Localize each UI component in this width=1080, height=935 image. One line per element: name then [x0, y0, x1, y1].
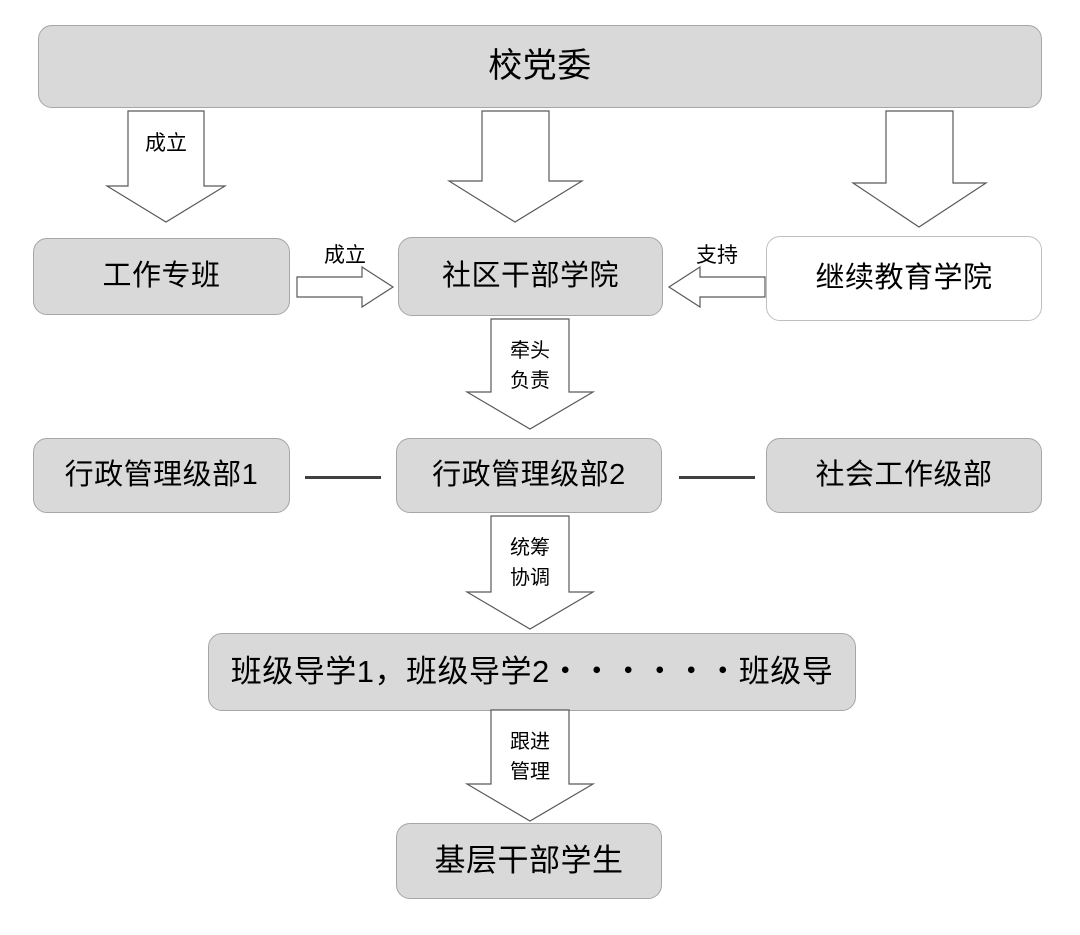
arrow-down-lead-responsible — [464, 318, 596, 430]
node-grassroots-students[interactable]: 基层干部学生 — [396, 823, 662, 899]
node-admin-dept-2[interactable]: 行政管理级部2 — [396, 438, 662, 513]
node-continuing-education[interactable]: 继续教育学院 — [766, 236, 1042, 321]
node-community-cadre-college[interactable]: 社区干部学院 — [398, 237, 663, 316]
node-label: 基层干部学生 — [434, 842, 624, 878]
arrow-left-support — [667, 265, 766, 309]
node-class-guidance[interactable]: 班级导学1，班级导学2・・・・・・班级导 — [208, 633, 856, 711]
arrow-down-center — [446, 110, 585, 223]
node-school-party-committee[interactable]: 校党委 — [38, 25, 1042, 108]
node-admin-dept-1[interactable]: 行政管理级部1 — [33, 438, 290, 513]
node-label: 班级导学1，班级导学2・・・・・・班级导 — [230, 653, 834, 689]
node-label: 工作专班 — [102, 259, 221, 292]
node-label: 继续教育学院 — [815, 261, 993, 294]
node-label: 行政管理级部2 — [432, 458, 626, 491]
node-label: 社会工作级部 — [815, 458, 993, 491]
arrow-down-followup — [464, 709, 596, 822]
node-work-team[interactable]: 工作专班 — [33, 238, 290, 315]
arrow-down-establish-team — [104, 110, 228, 223]
arrow-down-right — [851, 110, 989, 228]
node-social-work-dept[interactable]: 社会工作级部 — [766, 438, 1042, 513]
connector-left — [305, 476, 381, 479]
arrow-right-establish-college — [296, 265, 395, 309]
arrow-down-coordinate — [464, 515, 596, 630]
node-label: 社区干部学院 — [441, 259, 619, 292]
connector-right — [679, 476, 755, 479]
node-label: 校党委 — [488, 46, 592, 85]
node-label: 行政管理级部1 — [64, 458, 259, 491]
